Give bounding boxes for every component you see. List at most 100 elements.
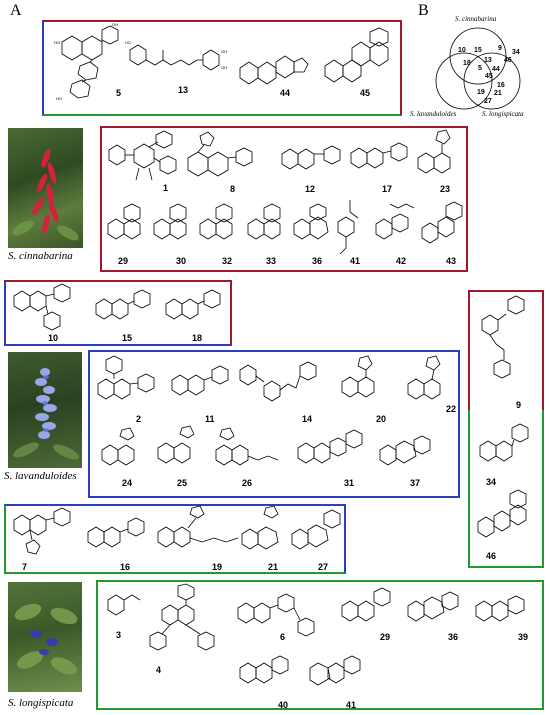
- compound-label: 36: [312, 256, 323, 266]
- compound-label: 19: [212, 562, 223, 572]
- molecule-29b: [338, 584, 398, 632]
- molecule-18: [162, 286, 228, 326]
- compound-label: 33: [266, 256, 277, 266]
- molecule-10: [8, 282, 88, 338]
- panel-label-b: B: [418, 2, 429, 19]
- venn-label-top: S. cinnabarina: [455, 15, 497, 23]
- molecule-6: [232, 588, 336, 644]
- compound-label: 40: [278, 700, 289, 710]
- venn-diagram: [410, 16, 545, 116]
- venn-value: 15: [474, 47, 482, 54]
- compound-label: 44: [280, 88, 291, 98]
- compound-label: 31: [344, 478, 355, 488]
- molecule-29: [104, 200, 146, 256]
- venn-value: 13: [484, 57, 492, 64]
- molecule-44: [235, 48, 315, 88]
- compound-label: 16: [120, 562, 131, 572]
- molecule-14: [236, 356, 324, 414]
- molecule-25: [152, 425, 208, 478]
- molecule-36: [290, 202, 332, 254]
- molecule-20: [334, 354, 398, 412]
- compound-label: 10: [48, 333, 59, 343]
- molecule-11: [168, 360, 238, 408]
- compound-label: 5: [116, 88, 122, 98]
- compound-label: 43: [446, 256, 457, 266]
- compound-label: 46: [486, 551, 497, 561]
- venn-value: 19: [477, 89, 485, 96]
- venn-value: 46: [504, 57, 512, 64]
- venn-value: 34: [512, 49, 520, 56]
- plant-photo-cinnabarina: [8, 128, 83, 248]
- molecule-33: [244, 202, 286, 254]
- box-cinnabarina-lavanduloides: [4, 280, 232, 346]
- molecule-40: [236, 646, 300, 700]
- compound-label: 37: [410, 478, 421, 488]
- molecule-2: [92, 354, 162, 416]
- box-lavanduloides-longispicata: [4, 504, 346, 574]
- molecule-26: [212, 426, 292, 478]
- molecule-42: [370, 200, 420, 256]
- compound-label: 29: [380, 632, 391, 642]
- compound-label: 1: [163, 183, 169, 193]
- venn-value: 16: [497, 82, 505, 89]
- molecule-17: [345, 135, 417, 180]
- compound-label: 18: [192, 333, 203, 343]
- molecule-3: [100, 586, 146, 626]
- compound-label: 2: [136, 414, 142, 424]
- species-label-lavanduloides: S. lavanduloides: [4, 470, 77, 482]
- venn-circle-cinnabarina: [449, 27, 507, 85]
- species-label-longispicata: S. longispicata: [8, 697, 74, 709]
- compound-label: 11: [205, 414, 215, 424]
- box-cinnabarina-longispicata-lower: [468, 410, 544, 568]
- plant-photo-longispicata: [8, 582, 82, 692]
- svg-text:OH: OH: [221, 49, 227, 54]
- compound-label: 21: [268, 562, 279, 572]
- molecule-16: [84, 514, 152, 556]
- molecule-32: [196, 202, 238, 254]
- compound-label: 13: [178, 85, 189, 95]
- molecule-23: [410, 128, 466, 188]
- venn-value: 9: [498, 45, 502, 52]
- compound-label: 45: [360, 88, 371, 98]
- compound-label: 22: [446, 404, 457, 414]
- molecule-22: [402, 354, 458, 414]
- compound-label: 39: [518, 632, 529, 642]
- molecule-41b: [306, 646, 378, 700]
- compound-label: 41: [350, 256, 361, 266]
- compound-label: 6: [280, 632, 286, 642]
- compound-label: 20: [376, 414, 387, 424]
- compound-label: 8: [230, 184, 236, 194]
- molecule-9: [474, 294, 540, 394]
- plant-photo-lavanduloides: [8, 352, 82, 468]
- venn-value: 5: [478, 65, 482, 72]
- compound-label: 4: [156, 665, 162, 675]
- compound-label: 3: [116, 630, 122, 640]
- molecule-1: [104, 130, 184, 190]
- box-longispicata-only: [96, 580, 544, 710]
- molecule-34: [474, 418, 540, 474]
- svg-text:OH: OH: [221, 65, 227, 70]
- compound-label: 12: [305, 184, 316, 194]
- compound-label: 24: [122, 478, 133, 488]
- compound-label: 26: [242, 478, 253, 488]
- compound-label: 14: [302, 414, 313, 424]
- molecule-31: [294, 428, 366, 476]
- compound-label: 36: [448, 632, 459, 642]
- molecule-24: [96, 427, 152, 480]
- compound-label: 25: [177, 478, 188, 488]
- molecule-27: [288, 506, 344, 562]
- compound-label: 34: [486, 477, 497, 487]
- molecule-7: [8, 507, 82, 566]
- compound-label: 23: [440, 184, 451, 194]
- molecule-15: [92, 286, 158, 326]
- venn-value: 45: [485, 73, 493, 80]
- molecule-41: [332, 198, 368, 256]
- compound-label: 30: [176, 256, 187, 266]
- venn-value: 44: [492, 66, 500, 73]
- compound-label: 9: [516, 400, 522, 410]
- molecule-21: [236, 505, 292, 566]
- compound-label: 15: [122, 333, 133, 343]
- venn-circle-lavanduloides: [435, 52, 493, 110]
